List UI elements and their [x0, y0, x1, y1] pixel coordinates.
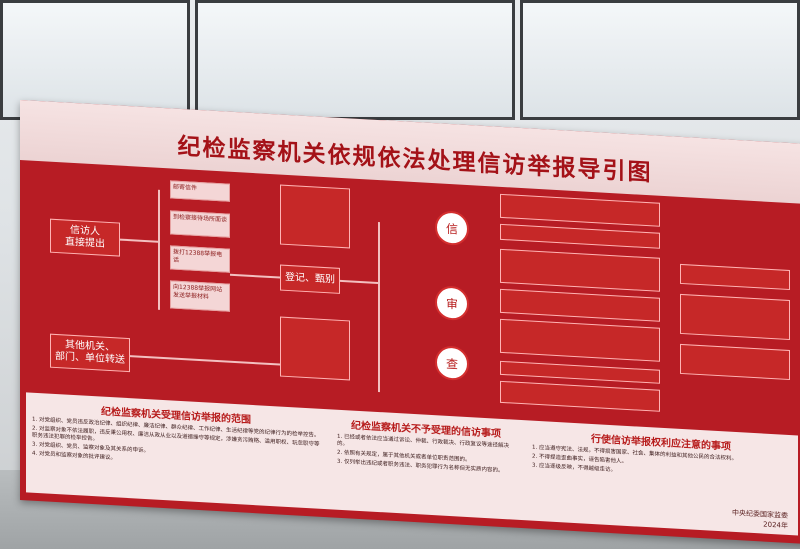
- info-box: [280, 316, 350, 381]
- circle-review: 审: [435, 285, 469, 322]
- poster-board: 纪检监察机关依规依法处理信访举报导引图 信访人 直接提出 其他机关、 部门、单位…: [20, 100, 800, 545]
- source-transfer: 其他机关、 部门、单位转送: [50, 333, 130, 373]
- detail-box: [500, 318, 660, 362]
- register-screen-node: 登记、甄别: [280, 264, 340, 294]
- result-box: [680, 343, 790, 381]
- window: [195, 0, 515, 120]
- window: [520, 0, 800, 120]
- source-petitioner: 信访人 直接提出: [50, 218, 120, 257]
- connector-line: [120, 238, 160, 243]
- detail-box: [500, 223, 660, 249]
- channel-phone: 拨打12388举报电话: [170, 245, 230, 273]
- connector-line: [230, 273, 280, 279]
- result-box: [680, 293, 790, 341]
- circle-letter: 信: [435, 210, 469, 247]
- channel-web: 向12388举报网站发送举报材料: [170, 280, 230, 312]
- channel-mail: 邮寄信件: [170, 180, 230, 202]
- info-box: [280, 184, 350, 249]
- notes-column-not-accepted: 纪检监察机关不予受理的信访事项 1. 已经或者依法应当通过诉讼、仲裁、行政裁决、…: [331, 413, 521, 516]
- detail-box: [500, 248, 660, 292]
- channel-visit: 到检察接待场所面谈: [170, 210, 230, 238]
- connector-line: [158, 189, 160, 310]
- detail-box: [500, 193, 660, 227]
- connector-line: [340, 279, 380, 285]
- flow-diagram: 信访人 直接提出 其他机关、 部门、单位转送 邮寄信件 到检察接待场所面谈 拨打…: [30, 163, 800, 434]
- connector-line: [378, 222, 380, 393]
- detail-box: [500, 380, 660, 412]
- notes-column-scope: 纪检监察机关受理信访举报的范围 1. 对党组织、党员违反政治纪律、组织纪律、廉洁…: [26, 396, 326, 505]
- poster-footer: 中央纪委国家监委 2024年: [732, 508, 788, 530]
- detail-box: [500, 288, 660, 322]
- detail-box: [500, 360, 660, 384]
- circle-check: 查: [435, 345, 469, 382]
- result-box: [680, 263, 790, 291]
- connector-line: [130, 355, 280, 366]
